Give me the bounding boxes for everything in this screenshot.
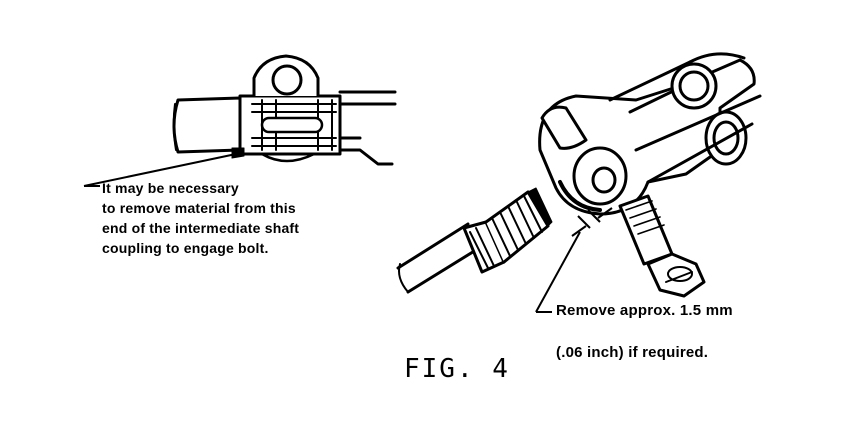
left-note-line-1: It may be necessary — [102, 180, 239, 196]
right-exploded-drawing — [396, 52, 762, 298]
left-note-line-4: coupling to engage bolt. — [102, 240, 269, 256]
gap-indicator — [571, 207, 613, 237]
right-note-line-1: Remove approx. 1.5 mm — [556, 302, 733, 319]
left-note-line-2: to remove material from this — [102, 200, 296, 216]
right-leader-line — [535, 231, 581, 313]
left-note-line-3: end of the intermediate shaft — [102, 220, 300, 236]
left-note: It may be necessary to remove material f… — [102, 178, 299, 258]
left-coupling-drawing — [172, 54, 397, 166]
left-leader-line — [83, 153, 237, 187]
figure-label: FIG. 4 — [404, 354, 510, 384]
right-note-line-2: (.06 inch) if required. — [556, 344, 709, 361]
